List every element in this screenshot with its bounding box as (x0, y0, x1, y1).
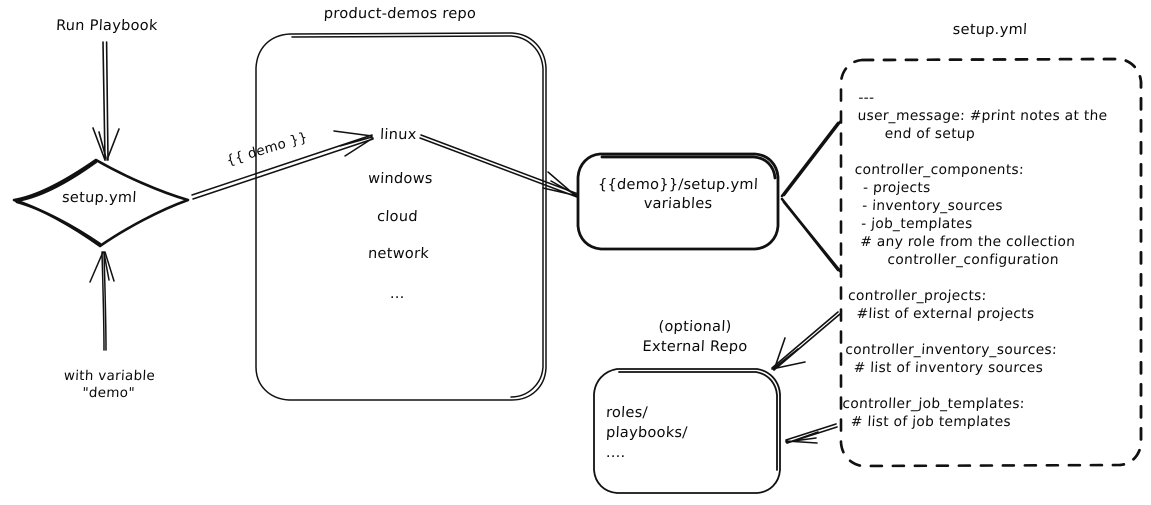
setup-yml-line-11: controller_projects: (847, 288, 987, 304)
variables-node-box (576, 152, 780, 251)
repo-item-windows: windows (367, 171, 434, 187)
setup-yml-line-0: --- (858, 90, 875, 106)
setup-yml-line-15: # list of inventory sources (843, 360, 1044, 376)
product-demos-repo-title: product-demos repo (323, 6, 477, 22)
setup-yml-diamond-label: setup.yml (61, 190, 138, 206)
setup-yml-line-16 (843, 378, 844, 394)
external-repo-item-roles: roles/ (605, 405, 649, 421)
setup-yml-dashed-box (839, 57, 1143, 468)
variables-node-line2: variables (643, 196, 713, 212)
demo-edge-arrow (191, 130, 374, 200)
repo-item-ellipsis: ... (389, 286, 406, 302)
setup-yml-line-18: # list of job templates (841, 414, 1012, 430)
with-variable-label: with variable "demo" (63, 368, 156, 401)
external-repo-item-ellipsis: .... (605, 445, 627, 461)
external-repo-box (593, 368, 781, 494)
repo-item-network: network (367, 246, 430, 262)
setup-yml-line-2: end of setup (856, 126, 976, 142)
setup-yml-line-7: - job_templates (851, 216, 973, 232)
repo-item-cloud: cloud (376, 209, 419, 225)
product-demos-repo-box (255, 32, 547, 401)
setup-yml-diamond (12, 158, 190, 248)
setup-yml-line-9: controller_configuration (849, 252, 1060, 268)
setup-yml-box-title: setup.yml (952, 22, 1028, 38)
job-templates-to-external-repo-arrow (785, 423, 838, 444)
setup-yml-line-3 (855, 144, 856, 160)
repo-item-linux: linux (379, 127, 417, 143)
setup-yml-line-6: - inventory_sources (852, 198, 1004, 214)
projects-to-external-repo-arrow (771, 311, 841, 371)
external-repo-title-line2: External Repo (642, 339, 748, 355)
setup-yml-line-17: controller_job_templates: (842, 396, 1026, 412)
setup-yml-line-4: controller_components: (854, 162, 1025, 178)
setup-yml-line-14: controller_inventory_sources: (844, 342, 1058, 358)
run-playbook-label: Run Playbook (55, 18, 159, 34)
with-variable-arrow (89, 251, 115, 351)
setup-yml-line-5: - projects (853, 180, 932, 196)
external-repo-item-playbooks: playbooks/ (605, 425, 688, 441)
setup-yml-line-8: # any role from the collection (850, 234, 1076, 250)
external-repo-title-line1: (optional) (658, 319, 732, 335)
linux-to-variables-arrow (419, 134, 579, 198)
setup-yml-box-content: --- user_message: #print notes at the en… (841, 89, 1109, 431)
setup-yml-line-1: user_message: #print notes at the (857, 108, 1108, 124)
setup-yml-line-10 (849, 270, 850, 286)
run-playbook-arrow (92, 41, 120, 161)
setup-yml-line-13 (846, 324, 847, 340)
setup-to-variables-edges (780, 120, 842, 273)
setup-yml-line-12: #list of external projects (846, 306, 1035, 322)
variables-node-line1: {{demo}}/setup.yml (597, 177, 759, 193)
